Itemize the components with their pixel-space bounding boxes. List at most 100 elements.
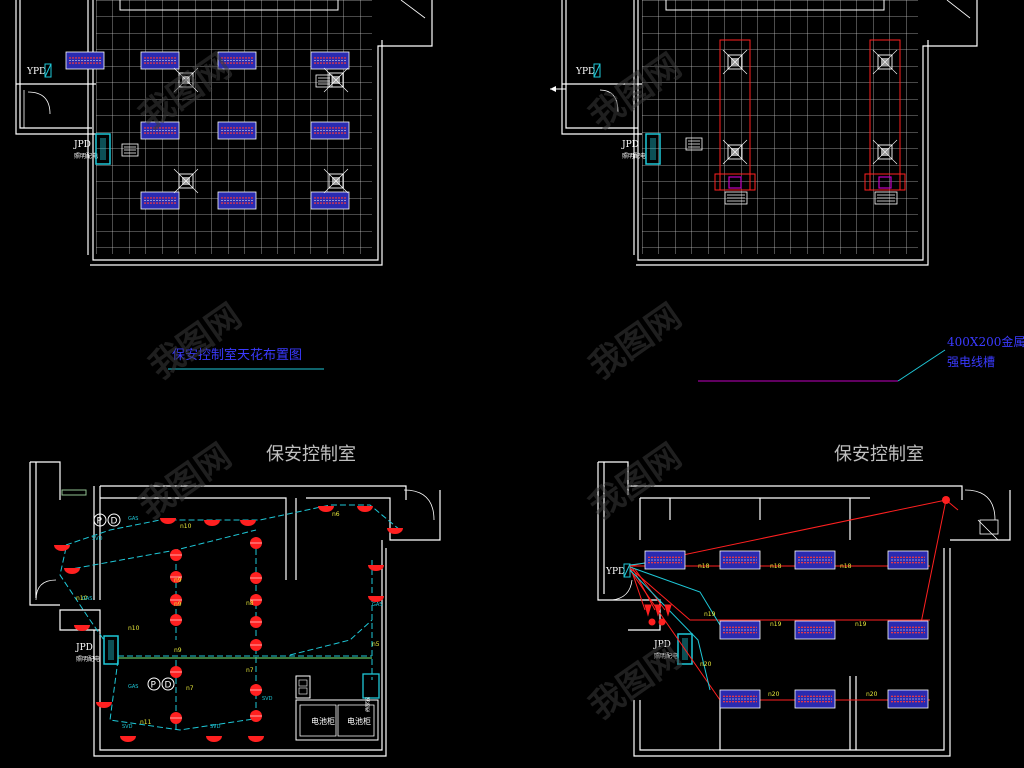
wall-lamp [204,520,220,526]
wall-lamp [206,736,222,742]
ceiling-fan [722,139,748,165]
circuit-label: n10 [180,523,192,530]
light-fixture [887,550,929,570]
ceiling-fan [173,168,199,194]
light-fixture [140,191,180,210]
jpd-label: JPD [653,640,671,650]
circuit-label: n19 [704,611,716,618]
line-tag: GAS [128,684,138,690]
line-tag: SVD [122,724,133,730]
circuit-label: n20 [768,691,780,698]
light-fixture [310,121,350,140]
magenta-junctions [728,176,892,189]
lamp [170,571,182,583]
jpd-sub: 照明配电 [654,652,678,660]
watermark-text: 我图网 [142,296,248,387]
lamp [170,712,182,724]
light-fixture [140,51,180,70]
watermark-text: 我图网 [582,296,688,387]
circuit-label: n6 [332,511,340,518]
circuit-label: n10 [76,595,88,602]
ypd-label: YPD [605,567,625,577]
lamp [170,666,182,678]
light-fixture [217,191,257,210]
light-fixture [794,689,836,709]
ceiling-fans [173,67,349,194]
ceiling-fan [173,67,199,93]
walls [597,461,1011,757]
light-fixture [719,620,761,640]
light-fixture [140,121,180,140]
line-tag: GAS [372,602,382,608]
cabinet-label: 消防柜 [364,696,370,713]
line-tag: SVD [262,696,273,702]
wall-lamp [368,565,384,571]
svg-text:P: P [97,517,103,527]
room-title: 保安控制室 [834,444,924,465]
caption-ceiling-plan: 保安控制室天花布置图 [172,347,302,363]
circuit-label: n10 [128,625,140,632]
svg-text:P: P [151,681,157,691]
panel-lights [644,550,929,709]
circuit-label: n9 [174,601,182,608]
distribution-board-strip [61,489,87,496]
lamp [250,684,262,696]
wall-lamp [357,506,373,512]
ypd-label: YPD [26,67,46,77]
vent-grilles [685,137,898,205]
wall-lamp [368,596,384,602]
line-tag: GAS [82,596,92,602]
jpd-sub: 照明配电 [76,655,100,663]
jpd-box: JPD 照明配电 [75,635,119,665]
watermark-text: 我图网 [582,636,688,727]
wall-lamp [64,568,80,574]
ceiling-fan [872,139,898,165]
jpd-sub: 照明配电 [622,152,646,160]
watermark-text: 我图网 [132,436,238,527]
ceiling-fan [323,67,349,93]
lamps-red [54,506,403,742]
ypd-box: YPD [26,63,52,78]
line-tag: SVD [92,536,103,542]
panel-lighting-plan-right: 保安控制室 YPD JPD 照明配电 [597,444,1011,757]
battery-box-1: 电池柜 [311,716,335,726]
room-title: 保安控制室 [266,444,356,465]
walls [15,0,433,266]
ypd-label: YPD [575,67,595,77]
light-fixture [719,689,761,709]
circuit-label: n7 [186,685,194,692]
jpd-label: JPD [73,140,91,150]
circuit-label: n8 [246,600,254,607]
ypd-box: YPD [605,563,631,578]
circuit-label: n9 [174,647,182,654]
panel-lights [65,51,350,210]
battery-box-2: 电池柜 [347,716,371,726]
panel-ceiling-plan-right: YPD JPD 照明配电 400X200金属 强电线槽 [550,0,1024,382]
line-tag: GAS [128,516,138,522]
wall-lamp [74,625,90,631]
light-fixture [217,51,257,70]
walls [29,461,441,757]
cable-tray-callout: 400X200金属 强电线槽 [698,334,1024,382]
ceiling-fan [722,49,748,75]
light-fixture [65,51,105,70]
panel-lighting-plan-left: 保安控制室 JPD 照明配电 消防柜 电池柜 [29,444,441,757]
wall-lamp [54,545,70,551]
circuit-label: n20 [866,691,878,698]
wall-lamp [248,736,264,742]
circuit-label: n5 [372,641,380,648]
cable-trays [714,39,906,191]
circuit-label: n19 [855,621,867,628]
circuit-label: n18 [770,563,782,570]
cabinet-fire: 消防柜 [362,673,380,713]
vent-grilles [121,74,333,157]
ceiling-fan [323,168,349,194]
wall-lamp [96,702,112,708]
jpd-sub: 照明配电 [74,152,98,160]
ceiling-grid [642,0,918,254]
circuit-label: n7 [246,667,254,674]
